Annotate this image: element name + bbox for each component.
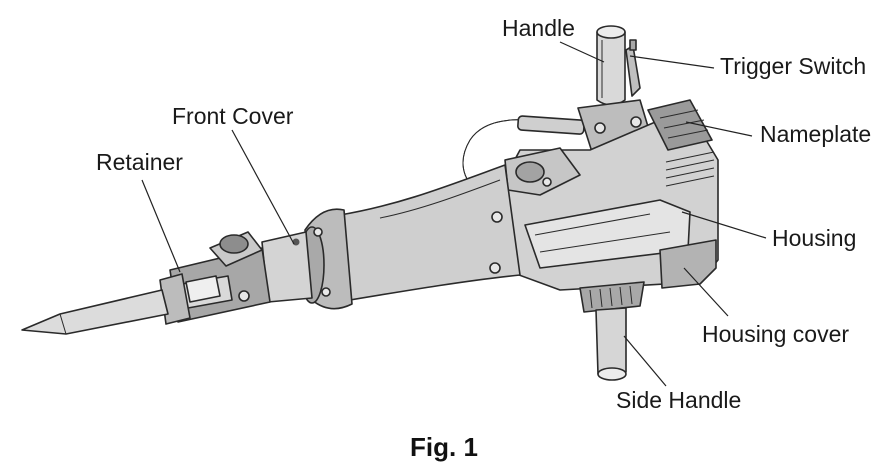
leader-front-cover (231, 129, 295, 245)
motor-housing (487, 99, 719, 291)
part-labels: Handle Trigger Switch Front Cover Namepl… (96, 15, 871, 413)
label-trigger-switch: Trigger Switch (720, 53, 866, 79)
demolition-hammer-illustration (21, 25, 719, 381)
housing-cover-panel (659, 239, 717, 289)
leader-handle (559, 41, 605, 63)
label-front-cover: Front Cover (172, 103, 294, 129)
leader-side-handle (623, 335, 667, 387)
housing-side-panel (524, 199, 691, 269)
label-retainer: Retainer (96, 149, 183, 175)
front-cover (261, 208, 353, 310)
trigger-switch-lever (625, 45, 641, 97)
leader-retainer (141, 179, 181, 273)
leader-lines (141, 41, 767, 387)
cooling-vents (665, 151, 715, 187)
label-housing: Housing (772, 225, 856, 251)
side-handle (579, 281, 645, 381)
top-handle (596, 25, 626, 106)
leader-trigger-switch (629, 55, 715, 69)
label-housing-cover: Housing cover (702, 321, 849, 347)
label-handle: Handle (502, 15, 575, 41)
chisel-bit (21, 275, 221, 335)
barrel (339, 164, 521, 301)
figure-caption: Fig. 1 (410, 432, 478, 462)
leader-nameplate (685, 121, 753, 137)
leader-housing (681, 211, 767, 239)
label-nameplate: Nameplate (760, 121, 871, 147)
label-side-handle: Side Handle (616, 387, 741, 413)
leader-housing-cover (683, 267, 729, 317)
cord-guard (517, 115, 585, 135)
